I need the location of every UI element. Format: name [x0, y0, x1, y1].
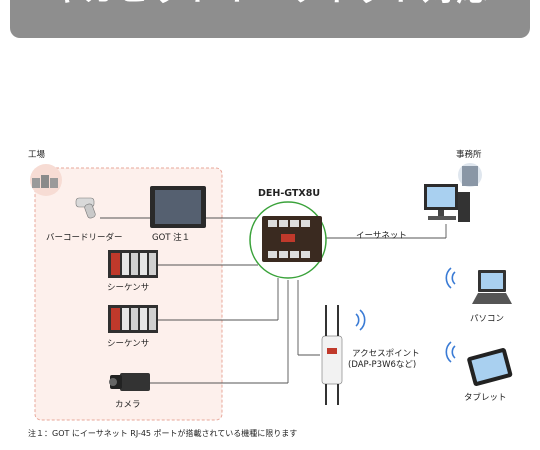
banner-title: ギガビットイーサネット対応 — [10, 0, 530, 10]
factory-icon — [30, 164, 62, 196]
got-label: GOT 注１ — [152, 233, 191, 243]
switch-hub-icon — [249, 201, 327, 279]
sequencer-1-icon — [108, 250, 158, 278]
factory-area — [34, 167, 223, 421]
tablet-label: タブレット — [464, 393, 507, 403]
access-point-model-label: (DAP-P3W6など) — [348, 360, 417, 370]
tablet-icon — [467, 348, 513, 387]
laptop-icon — [472, 270, 512, 304]
wifi-icon — [355, 267, 456, 363]
hub-label: DEH-GTX8U — [258, 188, 321, 199]
got-screen-icon — [150, 186, 206, 228]
camera-icon — [109, 373, 150, 391]
barcode-reader-icon — [75, 197, 96, 219]
pc-label: パソコン — [470, 314, 505, 324]
access-point-icon — [321, 305, 343, 405]
footnote: 注１：GOT にイーサネット RJ-45 ポートが搭載されている機種に限ります — [28, 429, 298, 438]
factory-label: 工場 — [28, 150, 46, 160]
title-banner: ギガビットイーサネット対応 — [10, 0, 530, 38]
sequencer-1-label: シーケンサ — [107, 283, 150, 293]
connection-lines — [100, 217, 447, 384]
sequencer-2-label: シーケンサ — [107, 339, 150, 349]
office-label: 事務所 — [456, 150, 482, 160]
sequencer-2-icon — [108, 305, 158, 333]
desktop-pc-icon — [424, 184, 470, 222]
access-point-label: アクセスポイント — [352, 349, 420, 359]
camera-label: カメラ — [115, 400, 141, 410]
office-building-icon — [458, 163, 482, 187]
barcode-reader-label: バーコードリーダー — [46, 233, 123, 243]
ethernet-label: イーサネット — [356, 231, 407, 241]
